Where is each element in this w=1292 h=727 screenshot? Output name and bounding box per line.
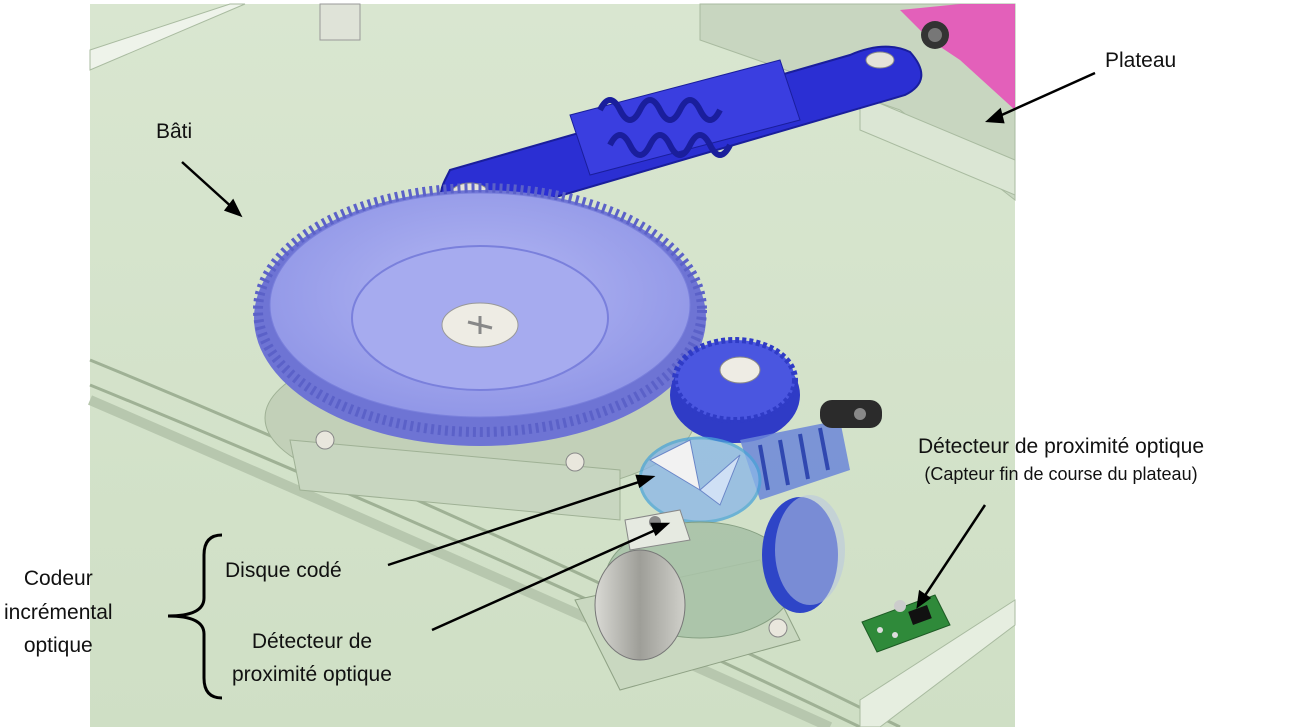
arrow-detecteur-codeur: [431, 526, 661, 632]
label-detecteur-codeur: Détecteur de proximité optique: [232, 626, 392, 691]
codeur-brace: [167, 533, 223, 700]
label-detecteur-codeur-line2: proximité optique: [232, 662, 392, 686]
label-plateau: Plateau: [1105, 49, 1177, 72]
label-detecteur-fin-course-note: (Capteur fin de course du plateau): [924, 464, 1198, 485]
arrow-bati: [181, 161, 236, 211]
label-detecteur-fin-course: Détecteur de proximité optique (Capteur …: [918, 434, 1204, 486]
label-disque-code: Disque codé: [225, 559, 342, 582]
frame-bati: [88, 3, 1016, 727]
arrowhead-plateau: [985, 107, 1005, 124]
arrowhead-bati: [223, 198, 243, 218]
arrow-detecteur-fin: [920, 504, 987, 601]
pinion-gear: [670, 337, 800, 443]
label-detecteur-codeur-line1: Détecteur de: [251, 630, 373, 653]
label-codeur-incremental: Codeur incrémental optique: [4, 562, 113, 663]
arrow-disque: [387, 478, 646, 567]
label-codeur-line1: Codeur: [23, 567, 93, 590]
large-gear: [253, 183, 707, 499]
pcb-sensor: [861, 594, 951, 653]
label-codeur-line3: optique: [23, 634, 93, 658]
arrowhead-detecteur-fin: [916, 589, 932, 609]
plateau-part: [900, 4, 1015, 110]
arrow-plateau: [994, 71, 1096, 120]
annotation-arrows: [181, 71, 1096, 632]
coded-disc: [638, 436, 762, 524]
arrowhead-disque: [635, 474, 656, 489]
label-detecteur-fin-course-title: Détecteur de proximité optique: [918, 435, 1204, 458]
gear-support: [289, 430, 621, 521]
label-codeur-line2: incrémental: [4, 600, 113, 624]
arrowhead-detecteur-codeur: [650, 522, 671, 537]
worm-screw: [740, 400, 882, 500]
label-bati: Bâti: [156, 120, 193, 143]
